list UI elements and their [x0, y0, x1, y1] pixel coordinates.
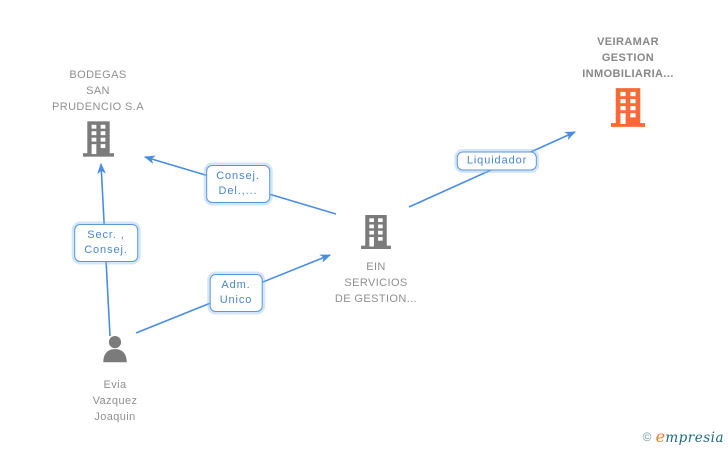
company-name-line: INMOBILIARIA... [582, 68, 674, 80]
company-name-line: DE GESTION... [334, 293, 418, 305]
node-company-ein[interactable]: EIN SERVICIOS DE GESTION... [314, 215, 438, 307]
company-name-line: PRUDENCIO S.A [52, 101, 144, 113]
relation-label-line: Unico [219, 294, 253, 306]
relation-label-line: Consej. [216, 170, 260, 182]
company-name-line: EIN [366, 261, 386, 273]
brand-name: mpresia [665, 430, 724, 446]
empresia-logo: ©empresia [643, 427, 724, 446]
node-company-bodegas[interactable]: BODEGAS SAN PRUDENCIO S.A [36, 67, 160, 162]
node-person-evia[interactable]: Evia Vazquez Joaquin [53, 334, 177, 425]
relation-label-line: Del.,... [218, 185, 258, 197]
relation-label-line: Liquidador [466, 154, 528, 167]
relation-box-adm-unico[interactable]: Adm. Unico [209, 274, 263, 312]
person-name-line: Vazquez [92, 395, 138, 407]
company-name-line: BODEGAS [69, 69, 127, 81]
building-icon [82, 121, 114, 162]
relation-box-liquidador[interactable]: Liquidador [456, 151, 538, 171]
relation-label-line: Secr. , [87, 229, 125, 241]
relation-box-consej-del[interactable]: Consej. Del.,... [206, 165, 270, 203]
relation-box-secr-consej[interactable]: Secr. , Consej. [74, 224, 138, 262]
copyright-symbol: © [642, 430, 652, 444]
relation-label-line: Consej. [84, 244, 128, 256]
company-name-line: SERVICIOS [344, 277, 408, 289]
person-name-line: Joaquin [94, 411, 136, 423]
company-name-line: GESTION [601, 52, 655, 64]
company-name-line: SAN [86, 85, 110, 97]
person-name-line: Evia [103, 379, 127, 391]
person-icon [100, 334, 130, 372]
building-icon [611, 88, 645, 132]
node-company-veiramar[interactable]: VEIRAMAR GESTION INMOBILIARIA... [566, 34, 690, 132]
brand-initial: e [655, 427, 666, 446]
building-icon [361, 215, 391, 254]
company-name-line: VEIRAMAR [597, 36, 659, 48]
relation-label-line: Adm. [221, 279, 251, 291]
